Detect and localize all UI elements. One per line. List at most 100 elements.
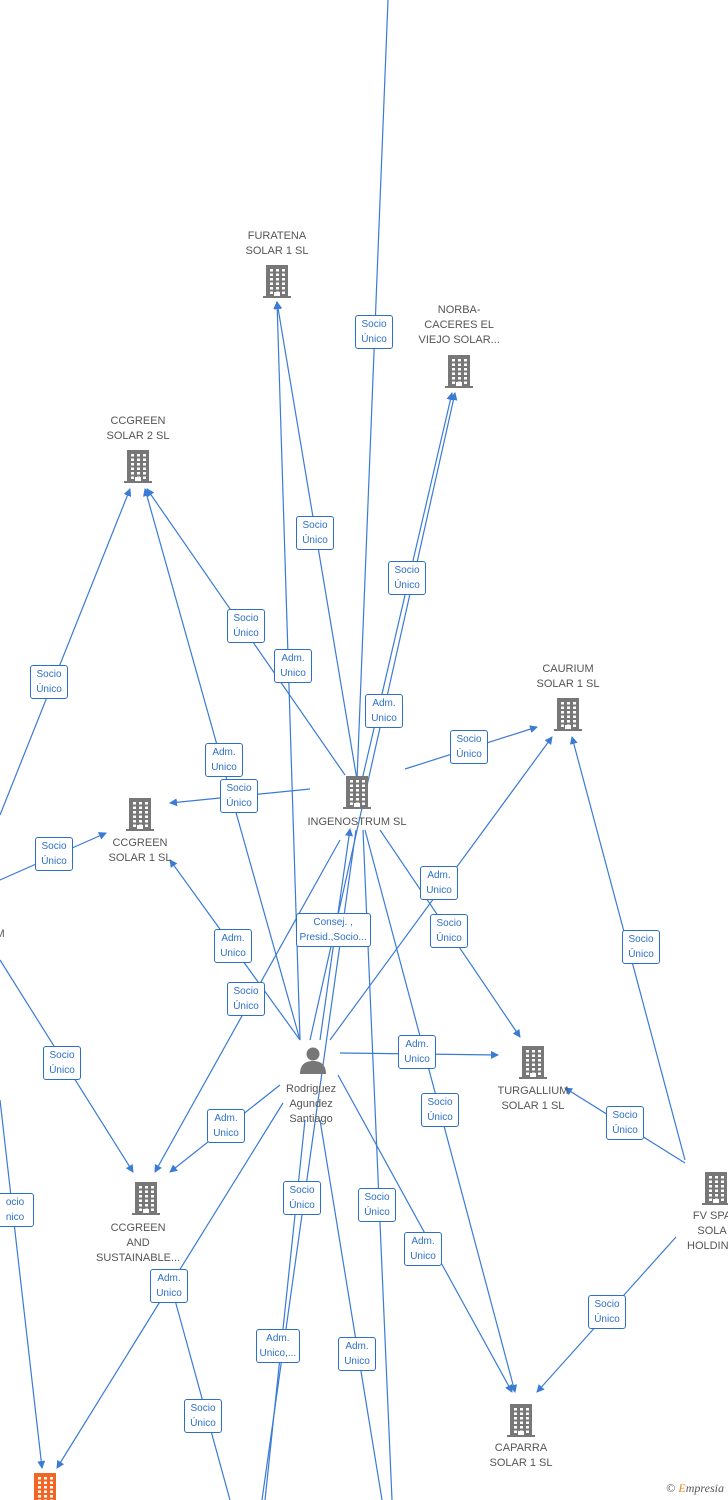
relation-badge[interactable]: Adm.Unico [420,866,458,900]
watermark: © Empresia [666,1481,724,1496]
relation-text: Socio [436,918,462,929]
building-icon[interactable] [506,1402,536,1443]
relation-text: Adm. [372,698,396,709]
relation-text: Adm. [157,1273,181,1284]
copyright-symbol: © [666,1481,676,1495]
relation-text: Adm. [212,747,236,758]
relation-badge[interactable]: Adm.Unico [205,743,243,777]
building-icon[interactable] [518,1044,548,1085]
relation-text: Unico [213,1128,239,1139]
person-label-line: Santiago [289,1113,333,1125]
person-label-line: Agundez [289,1098,333,1110]
company-label-line: CAURIUM [542,663,594,675]
edge-27 [169,1281,231,1500]
building-icon[interactable] [342,774,372,815]
relation-text: Único [49,1065,75,1076]
relation-text: Unico [410,1251,436,1262]
person-icon[interactable] [298,1045,328,1080]
relation-text: Socio [594,1299,620,1310]
relation-text: Único [302,535,328,546]
relation-text: Adm. [411,1236,435,1247]
relation-text: Único [612,1125,638,1136]
company-label-line: SOLA [697,1225,727,1237]
relation-text: Único [190,1418,216,1429]
relation-text: Socio [628,934,654,945]
company-label-line: SOLAR 1 SL [501,1100,565,1112]
relation-text: Adm. [345,1341,369,1352]
company-label-ingenostrum[interactable]: INGENOSTRUM SL [308,815,407,830]
building-icon[interactable] [123,448,153,489]
company-label-line: INGENOSTRUM SL [307,816,407,828]
company-label-line: SOLAR 2 SL [106,430,170,442]
relation-text: Presid.,Socio... [299,932,367,943]
relation-text: Socio [456,734,482,745]
company-label-line: HOLDING [687,1240,728,1252]
building-icon[interactable] [125,796,155,837]
relation-badge[interactable]: Adm.Unico [338,1337,376,1371]
relation-text: Socio [233,986,259,997]
company-label-line: SUSTAINABLE... [96,1252,181,1264]
building-icon[interactable] [444,353,474,394]
company-label-line: CCGREEN [110,1222,166,1234]
relation-text: Socio [361,319,387,330]
relation-text: Socio [612,1110,638,1121]
relation-text: ocio [5,1197,25,1208]
relation-badge[interactable]: Adm. Unico [150,1269,188,1303]
relation-badge[interactable]: Adm.Unico,... [255,1329,301,1363]
relation-badge[interactable]: Consej. ,Presid.,Socio... [295,913,371,947]
edge-8 [0,488,132,816]
relation-text: Adm. [405,1039,429,1050]
building-icon[interactable] [701,1170,728,1211]
relation-badge[interactable]: Adm.Unico [207,1109,245,1143]
company-label-fvspa[interactable]: FV SPA SOLA HOLDING [687,1209,728,1254]
relation-text: Adm. [221,933,245,944]
relation-badge[interactable]: Adm.Unico [214,929,252,963]
building-icon[interactable] [131,1180,161,1221]
company-label-left_m[interactable]: M [0,927,5,942]
building-icon[interactable] [30,1471,60,1500]
relation-text: Unico [156,1288,182,1299]
relation-text: Socio [289,1185,315,1196]
relation-badge[interactable]: Adm.Unico [365,694,403,728]
relation-text: Adm. [281,653,305,664]
relation-text: Único [226,798,252,809]
company-label-line: CACERES EL [424,319,494,331]
relation-badge[interactable]: Adm.Unico [398,1035,436,1069]
company-label-line: FV SPA [692,1210,728,1222]
building-icon[interactable] [553,696,583,737]
building-icon[interactable] [262,263,292,304]
relation-badge[interactable]: Adm.Unico [274,649,312,683]
company-label-line: M [0,928,5,940]
relation-badge[interactable]: Adm. Unico [404,1232,442,1266]
